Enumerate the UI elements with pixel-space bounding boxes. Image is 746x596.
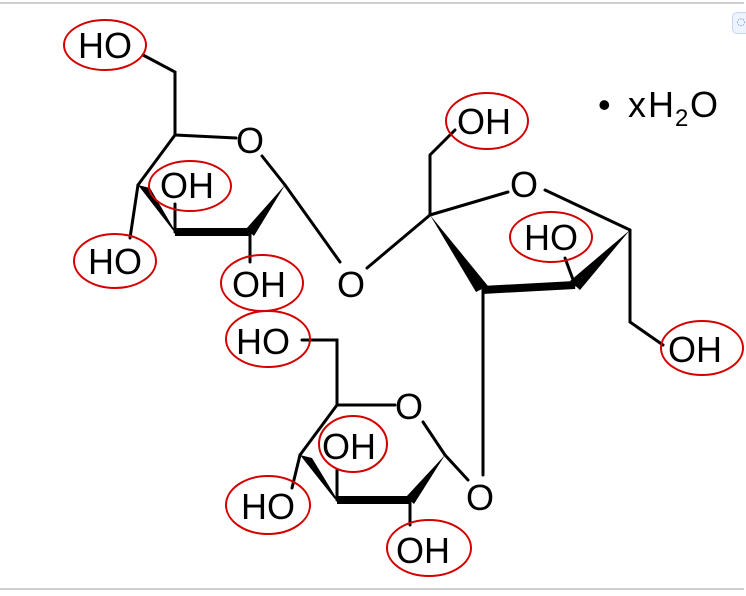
bond [421,420,447,457]
highlight-ellipse [509,211,593,263]
label-ring-o-top: O [236,120,264,161]
bonds [128,53,665,527]
highlight-ellipse [225,475,311,535]
label-ho-top-c4: HO [88,241,142,282]
bond [428,190,510,217]
bond [563,256,577,287]
label-ho-bottom-c6: HO [236,321,290,362]
label-oh-fructose-c1: OH [457,101,511,142]
bond-top-c6 [141,53,177,137]
hydrate-o: O [690,84,718,125]
highlight-ellipse [660,320,744,376]
bond [428,128,457,217]
wedge-bond [300,455,340,504]
bond [543,188,632,232]
bond [298,403,339,457]
bond [300,338,339,407]
label-glycosidic-o-lower: O [466,477,494,518]
bond [260,154,287,187]
label-ho-top-c6: HO [78,25,132,66]
hydrate-h: H [648,84,674,125]
hydrate-label: • x H 2 O [598,84,718,132]
bullet: • [598,84,611,125]
highlight-ellipse [73,233,157,289]
bond [283,183,342,264]
label-glycosidic-o-upper: O [337,264,365,305]
highlight-ellipse [225,310,311,368]
label-ring-o-bottom: O [395,386,423,427]
label-oh-bottom-c2: OH [396,530,450,571]
label-oh-top-c3: OH [160,165,214,206]
label-oh-bottom-c3: OH [322,426,376,467]
wedge-bond [246,185,285,236]
wedge-bond [570,230,630,290]
bond [443,453,470,482]
hydrate-x: x [628,84,646,125]
highlight-ellipse [445,92,529,150]
bond [128,183,140,240]
label-ho-fructose-c3: HO [524,217,578,258]
bold-bond [481,281,576,294]
wedge-bond [430,215,488,292]
highlight-ellipse [63,19,147,71]
highlight-ellipse [318,415,388,473]
label-oh-top-c2: OH [232,264,286,305]
bond [173,133,238,140]
label-ho-bottom-c4: HO [241,486,295,527]
highlight-ellipses [63,19,744,577]
highlight-ellipse [386,519,472,577]
label-oh-fructose-c6: OH [668,329,722,370]
wedge-bond [406,455,445,504]
wedge-bond [138,185,178,236]
hydrate-subscript: 2 [675,105,688,132]
label-ring-o-fructose: O [510,164,538,205]
bond [136,133,177,187]
highlight-ellipse [148,160,232,212]
bond [628,228,665,347]
bond [365,213,432,270]
image-search-icon[interactable]: ◌ [732,12,746,34]
